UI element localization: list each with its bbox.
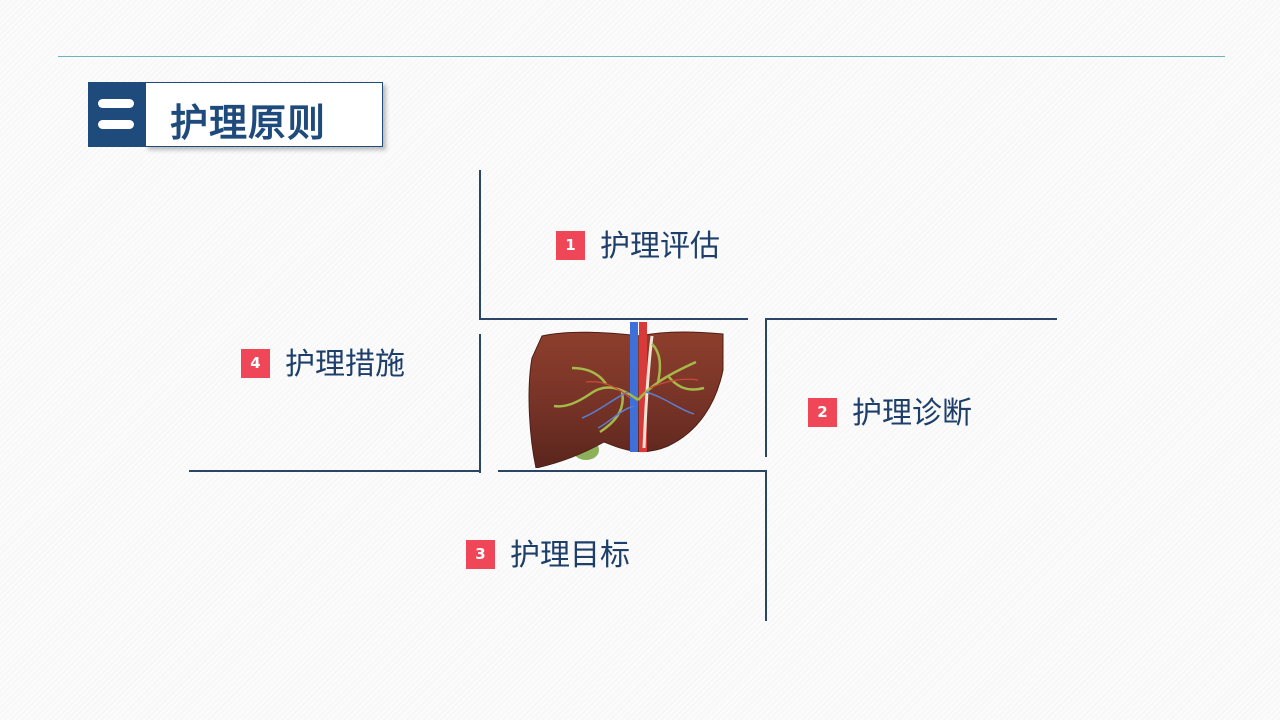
top-divider bbox=[58, 56, 1225, 57]
number-badge: 3 bbox=[466, 540, 495, 569]
section-title: 护理原则 bbox=[170, 101, 327, 145]
number-badge: 1 bbox=[556, 231, 585, 260]
frame-line-right-vertical bbox=[765, 318, 767, 457]
frame-line-bottom-vertical bbox=[765, 470, 767, 621]
frame-line-left-vertical bbox=[479, 334, 481, 473]
section-number-block bbox=[88, 82, 145, 147]
principle-label: 护理诊断 bbox=[852, 396, 972, 431]
liver-illustration bbox=[528, 322, 724, 468]
frame-line-top-horizontal bbox=[479, 318, 748, 320]
frame-line-right-horizontal bbox=[765, 318, 1057, 320]
principle-label: 护理措施 bbox=[285, 347, 405, 382]
section-title-box: 护理原则 bbox=[145, 82, 383, 147]
principle-label: 护理评估 bbox=[600, 229, 720, 264]
number-badge: 2 bbox=[808, 398, 837, 427]
principle-label: 护理目标 bbox=[510, 538, 630, 573]
section-number-mark-bottom bbox=[98, 120, 134, 129]
section-number-mark-top bbox=[98, 99, 134, 108]
number-badge: 4 bbox=[241, 349, 270, 378]
frame-line-top-vertical bbox=[479, 170, 481, 320]
frame-line-bottom-horizontal bbox=[498, 470, 767, 472]
section-header: 护理原则 bbox=[88, 82, 383, 147]
frame-line-left-horizontal bbox=[189, 470, 481, 472]
